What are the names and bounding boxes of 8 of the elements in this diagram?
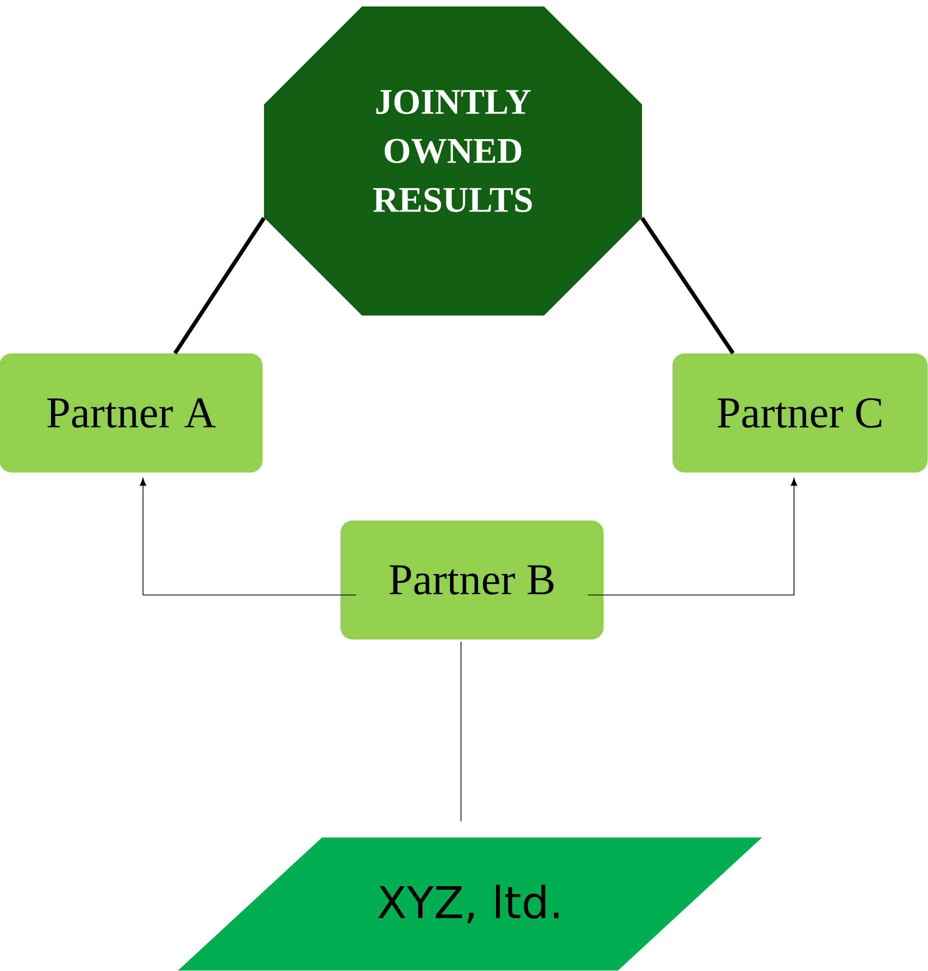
connector-line <box>640 216 735 354</box>
connector-line <box>140 478 357 596</box>
process-box: Partner C <box>672 354 928 472</box>
connector-line <box>460 641 462 822</box>
process-box: Partner A <box>0 354 262 472</box>
connector-line <box>587 478 798 596</box>
connector-line <box>173 216 266 354</box>
process-box: Partner B <box>340 520 604 640</box>
